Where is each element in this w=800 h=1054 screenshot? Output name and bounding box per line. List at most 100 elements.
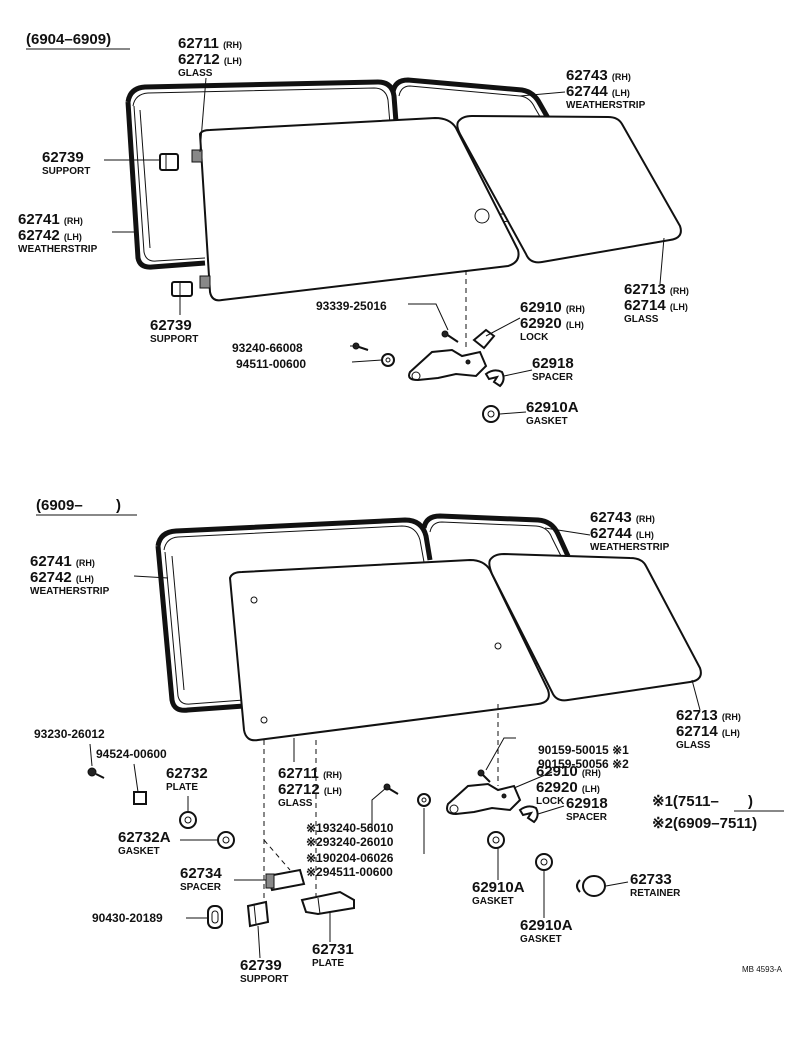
spacer-62734	[265, 868, 306, 892]
part-name: WEATHERSTRIP	[590, 542, 670, 553]
callout-label: 62711 (RH)62712 (LH)GLASS	[278, 765, 342, 809]
part-name: SPACER	[566, 812, 608, 823]
part-number: 62741 (RH)	[30, 553, 95, 570]
part-number: 62920 (LH)	[520, 315, 584, 332]
gasket-62910a-b-bottom	[535, 853, 553, 871]
applicability-notes: ※1(7511– ) ※2(6909–7511)	[652, 793, 784, 832]
note-2: ※2(6909–7511)	[652, 815, 757, 832]
part-number: 62711 (RH)	[178, 35, 242, 52]
part-name: GASKET	[472, 896, 514, 907]
part-number: 94511-00600	[236, 357, 306, 371]
part-name: RETAINER	[630, 888, 681, 899]
part-number: 90159-50015 ※1	[538, 743, 629, 757]
part-name: GASKET	[118, 846, 160, 857]
nut-94524	[133, 791, 147, 805]
part-name: GLASS	[278, 798, 313, 809]
support-62739-bottom	[246, 900, 270, 928]
support-62739-b-top	[171, 281, 193, 297]
part-name: PLATE	[166, 782, 198, 793]
part-number: 93339-25016	[316, 299, 387, 313]
part-number: 62910 (RH)	[536, 763, 601, 780]
part-number: 62734	[180, 865, 222, 882]
callout-label: 93230-26012	[34, 727, 105, 741]
screw-90159-bottom	[477, 769, 491, 783]
part-number: 62910A	[520, 917, 573, 934]
part-number: 93230-26012	[34, 727, 105, 741]
part-number: 62741 (RH)	[18, 211, 83, 228]
part-name: GLASS	[178, 68, 213, 79]
gasket-62910a-top	[482, 405, 500, 423]
screw-93339-top	[441, 330, 459, 343]
glass-62713-bottom	[488, 552, 702, 702]
part-name: WEATHERSTRIP	[30, 586, 110, 597]
lock-62910-top	[408, 328, 496, 382]
callout-label: ※190204-06026※294511-00600	[306, 851, 394, 879]
part-number: 93240-66008	[232, 341, 303, 355]
part-number: ※190204-06026	[306, 851, 394, 865]
part-name: WEATHERSTRIP	[566, 100, 646, 111]
part-number: 62918	[532, 355, 574, 372]
section-top: (6904–6909)	[26, 31, 682, 423]
part-number: 62714 (LH)	[676, 723, 740, 740]
callout-label: 62743 (RH)62744 (LH)WEATHERSTRIP	[566, 67, 646, 111]
callout-label: 62711 (RH)62712 (LH)GLASS	[178, 35, 242, 79]
support-62739-a-top	[159, 153, 179, 171]
drawing-code: MB 4593-A	[742, 965, 783, 974]
nut-94511-top	[381, 353, 395, 367]
callout-label: 94511-00600	[236, 357, 306, 371]
glass-62711-bottom	[228, 558, 550, 742]
weatherstrip-left-bottom	[155, 517, 433, 713]
plate-62731	[300, 890, 355, 916]
part-number: 62742 (LH)	[18, 227, 82, 244]
part-number: 62713 (RH)	[624, 281, 689, 298]
part-name: GLASS	[624, 314, 659, 325]
part-number: 62920 (LH)	[536, 779, 600, 796]
callout-label: 90430-20189	[92, 911, 163, 925]
part-number: 62713 (RH)	[676, 707, 741, 724]
part-number: 94524-00600	[96, 747, 167, 761]
part-number: 62712 (LH)	[278, 781, 342, 798]
part-name: LOCK	[520, 332, 549, 343]
part-number: 62712 (LH)	[178, 51, 242, 68]
part-name: PLATE	[312, 958, 344, 969]
part-number: 90159-50056 ※2	[538, 757, 629, 771]
part-name: SPACER	[180, 882, 222, 893]
section-range-bottom: (6909– )	[36, 497, 121, 514]
callout-label: ※193240-56010※293240-26010	[306, 821, 394, 849]
part-number: 62739	[240, 957, 282, 974]
part-number: 62910 (RH)	[520, 299, 585, 316]
part-name: SUPPORT	[240, 974, 288, 985]
callout-label: 62741 (RH)62742 (LH)WEATHERSTRIP	[30, 553, 110, 597]
part-number: 62739	[42, 149, 84, 166]
part-number: 62742 (LH)	[30, 569, 94, 586]
bolt-93240-bottom	[383, 783, 399, 795]
glass-62711-top	[191, 116, 520, 302]
part-number: 62731	[312, 941, 354, 958]
nut-90204-bottom	[417, 793, 431, 807]
spacer-62918-bottom	[518, 805, 539, 824]
callout-label: 62910 (RH)62920 (LH)LOCK	[520, 299, 585, 343]
glass-62713-top	[456, 114, 682, 264]
part-number: 62733	[630, 871, 672, 888]
clip-90430	[207, 905, 223, 929]
lock-62910-bottom	[446, 782, 522, 816]
screw-93230	[87, 767, 105, 779]
spacer-62918-top	[484, 369, 505, 388]
gasket-62910a-a-bottom	[487, 831, 505, 849]
callout-label: 62713 (RH)62714 (LH)GLASS	[676, 707, 741, 751]
gasket-62732a	[217, 831, 235, 849]
callout-label: 93240-66008	[232, 341, 303, 355]
callout-label: 62910 (RH)62920 (LH)LOCK	[536, 763, 601, 807]
